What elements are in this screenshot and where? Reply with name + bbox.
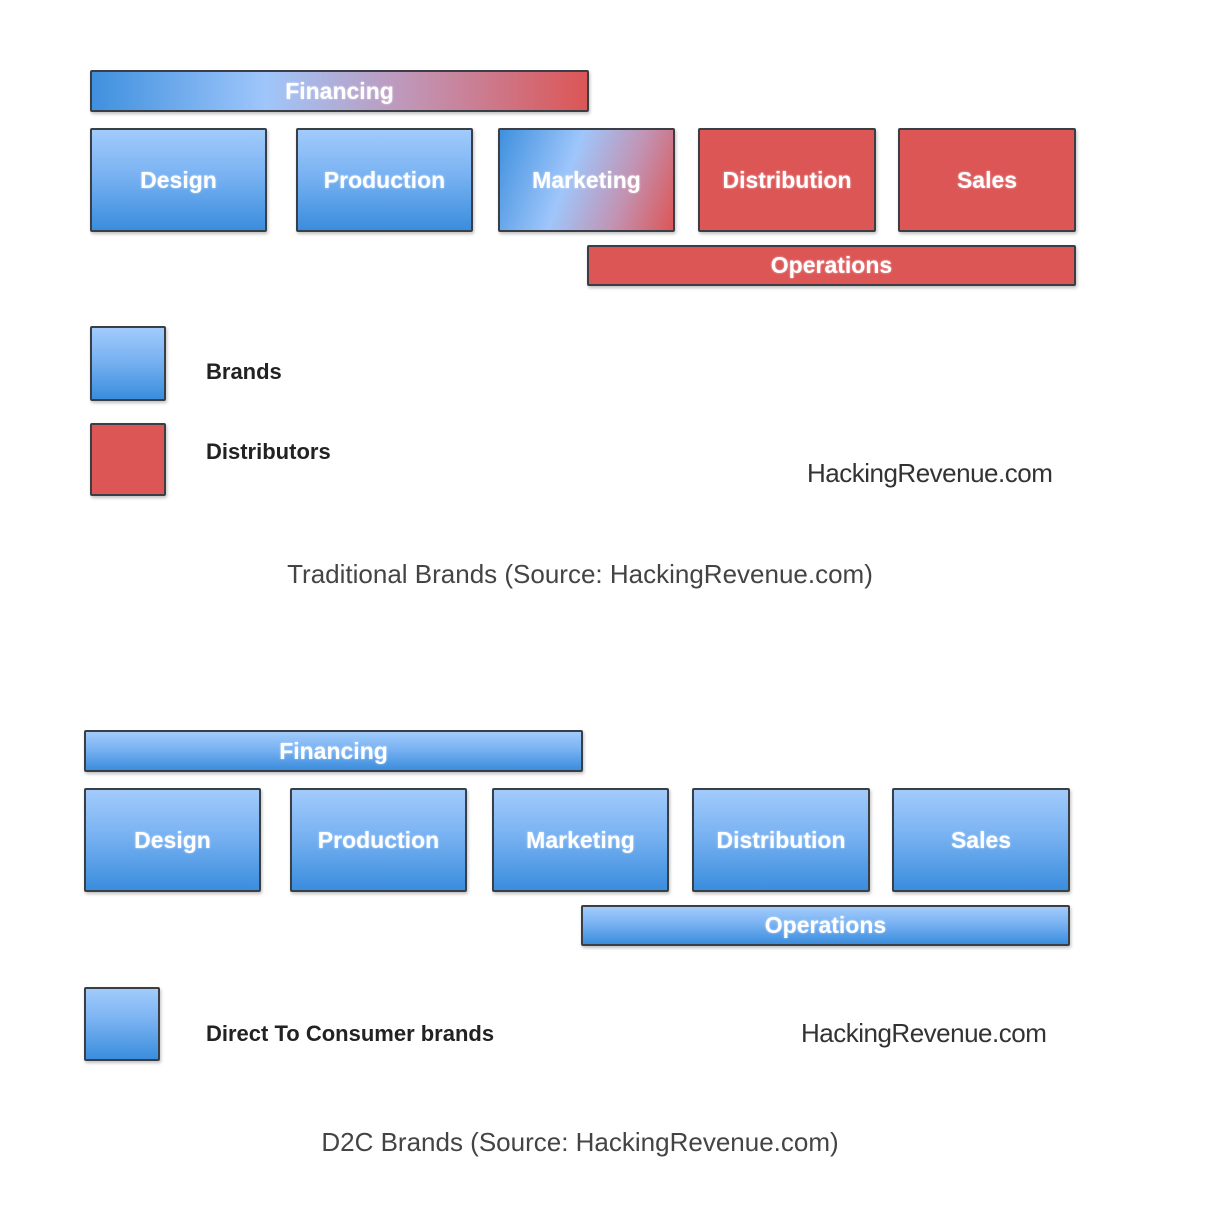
marketing-label: Marketing <box>532 166 641 193</box>
design-label: Design <box>134 826 211 853</box>
design-label: Design <box>140 166 217 193</box>
production-label: Production <box>317 826 440 853</box>
distribution-box: Distribution <box>698 128 876 232</box>
caption: D2C Brands (Source: HackingRevenue.com) <box>321 1127 839 1157</box>
legend-swatch-brands <box>90 326 166 401</box>
distribution-label: Distribution <box>722 166 852 193</box>
operations-bar: Operations <box>587 245 1076 286</box>
sales-label: Sales <box>956 166 1018 193</box>
sales-box: Sales <box>892 788 1070 892</box>
operations-bar: Operations <box>581 905 1070 946</box>
financing-label: Financing <box>279 737 388 764</box>
production-box: Production <box>296 128 473 232</box>
financing-label: Financing <box>285 77 394 104</box>
marketing-box: Marketing <box>498 128 675 232</box>
legend-swatch-d2c <box>84 987 160 1061</box>
financing-bar: Financing <box>84 730 583 772</box>
watermark: HackingRevenue.com <box>807 458 1053 488</box>
legend-label-distributors: Distributors <box>206 439 331 464</box>
legend-label-brands: Brands <box>206 359 282 384</box>
marketing-box: Marketing <box>492 788 669 892</box>
watermark: HackingRevenue.com <box>801 1018 1047 1048</box>
sales-label: Sales <box>950 826 1012 853</box>
distribution-box: Distribution <box>692 788 870 892</box>
sales-box: Sales <box>898 128 1076 232</box>
design-box: Design <box>84 788 261 892</box>
production-box: Production <box>290 788 467 892</box>
operations-label: Operations <box>770 252 893 278</box>
distribution-label: Distribution <box>716 826 846 853</box>
legend-label-d2c: Direct To Consumer brands <box>206 1021 495 1046</box>
design-box: Design <box>90 128 267 232</box>
legend-swatch-distributors <box>90 423 166 496</box>
caption: Traditional Brands (Source: HackingReven… <box>287 559 873 589</box>
production-label: Production <box>323 166 446 193</box>
financing-bar: Financing <box>90 70 589 112</box>
operations-label: Operations <box>764 912 887 938</box>
marketing-label: Marketing <box>526 826 635 853</box>
